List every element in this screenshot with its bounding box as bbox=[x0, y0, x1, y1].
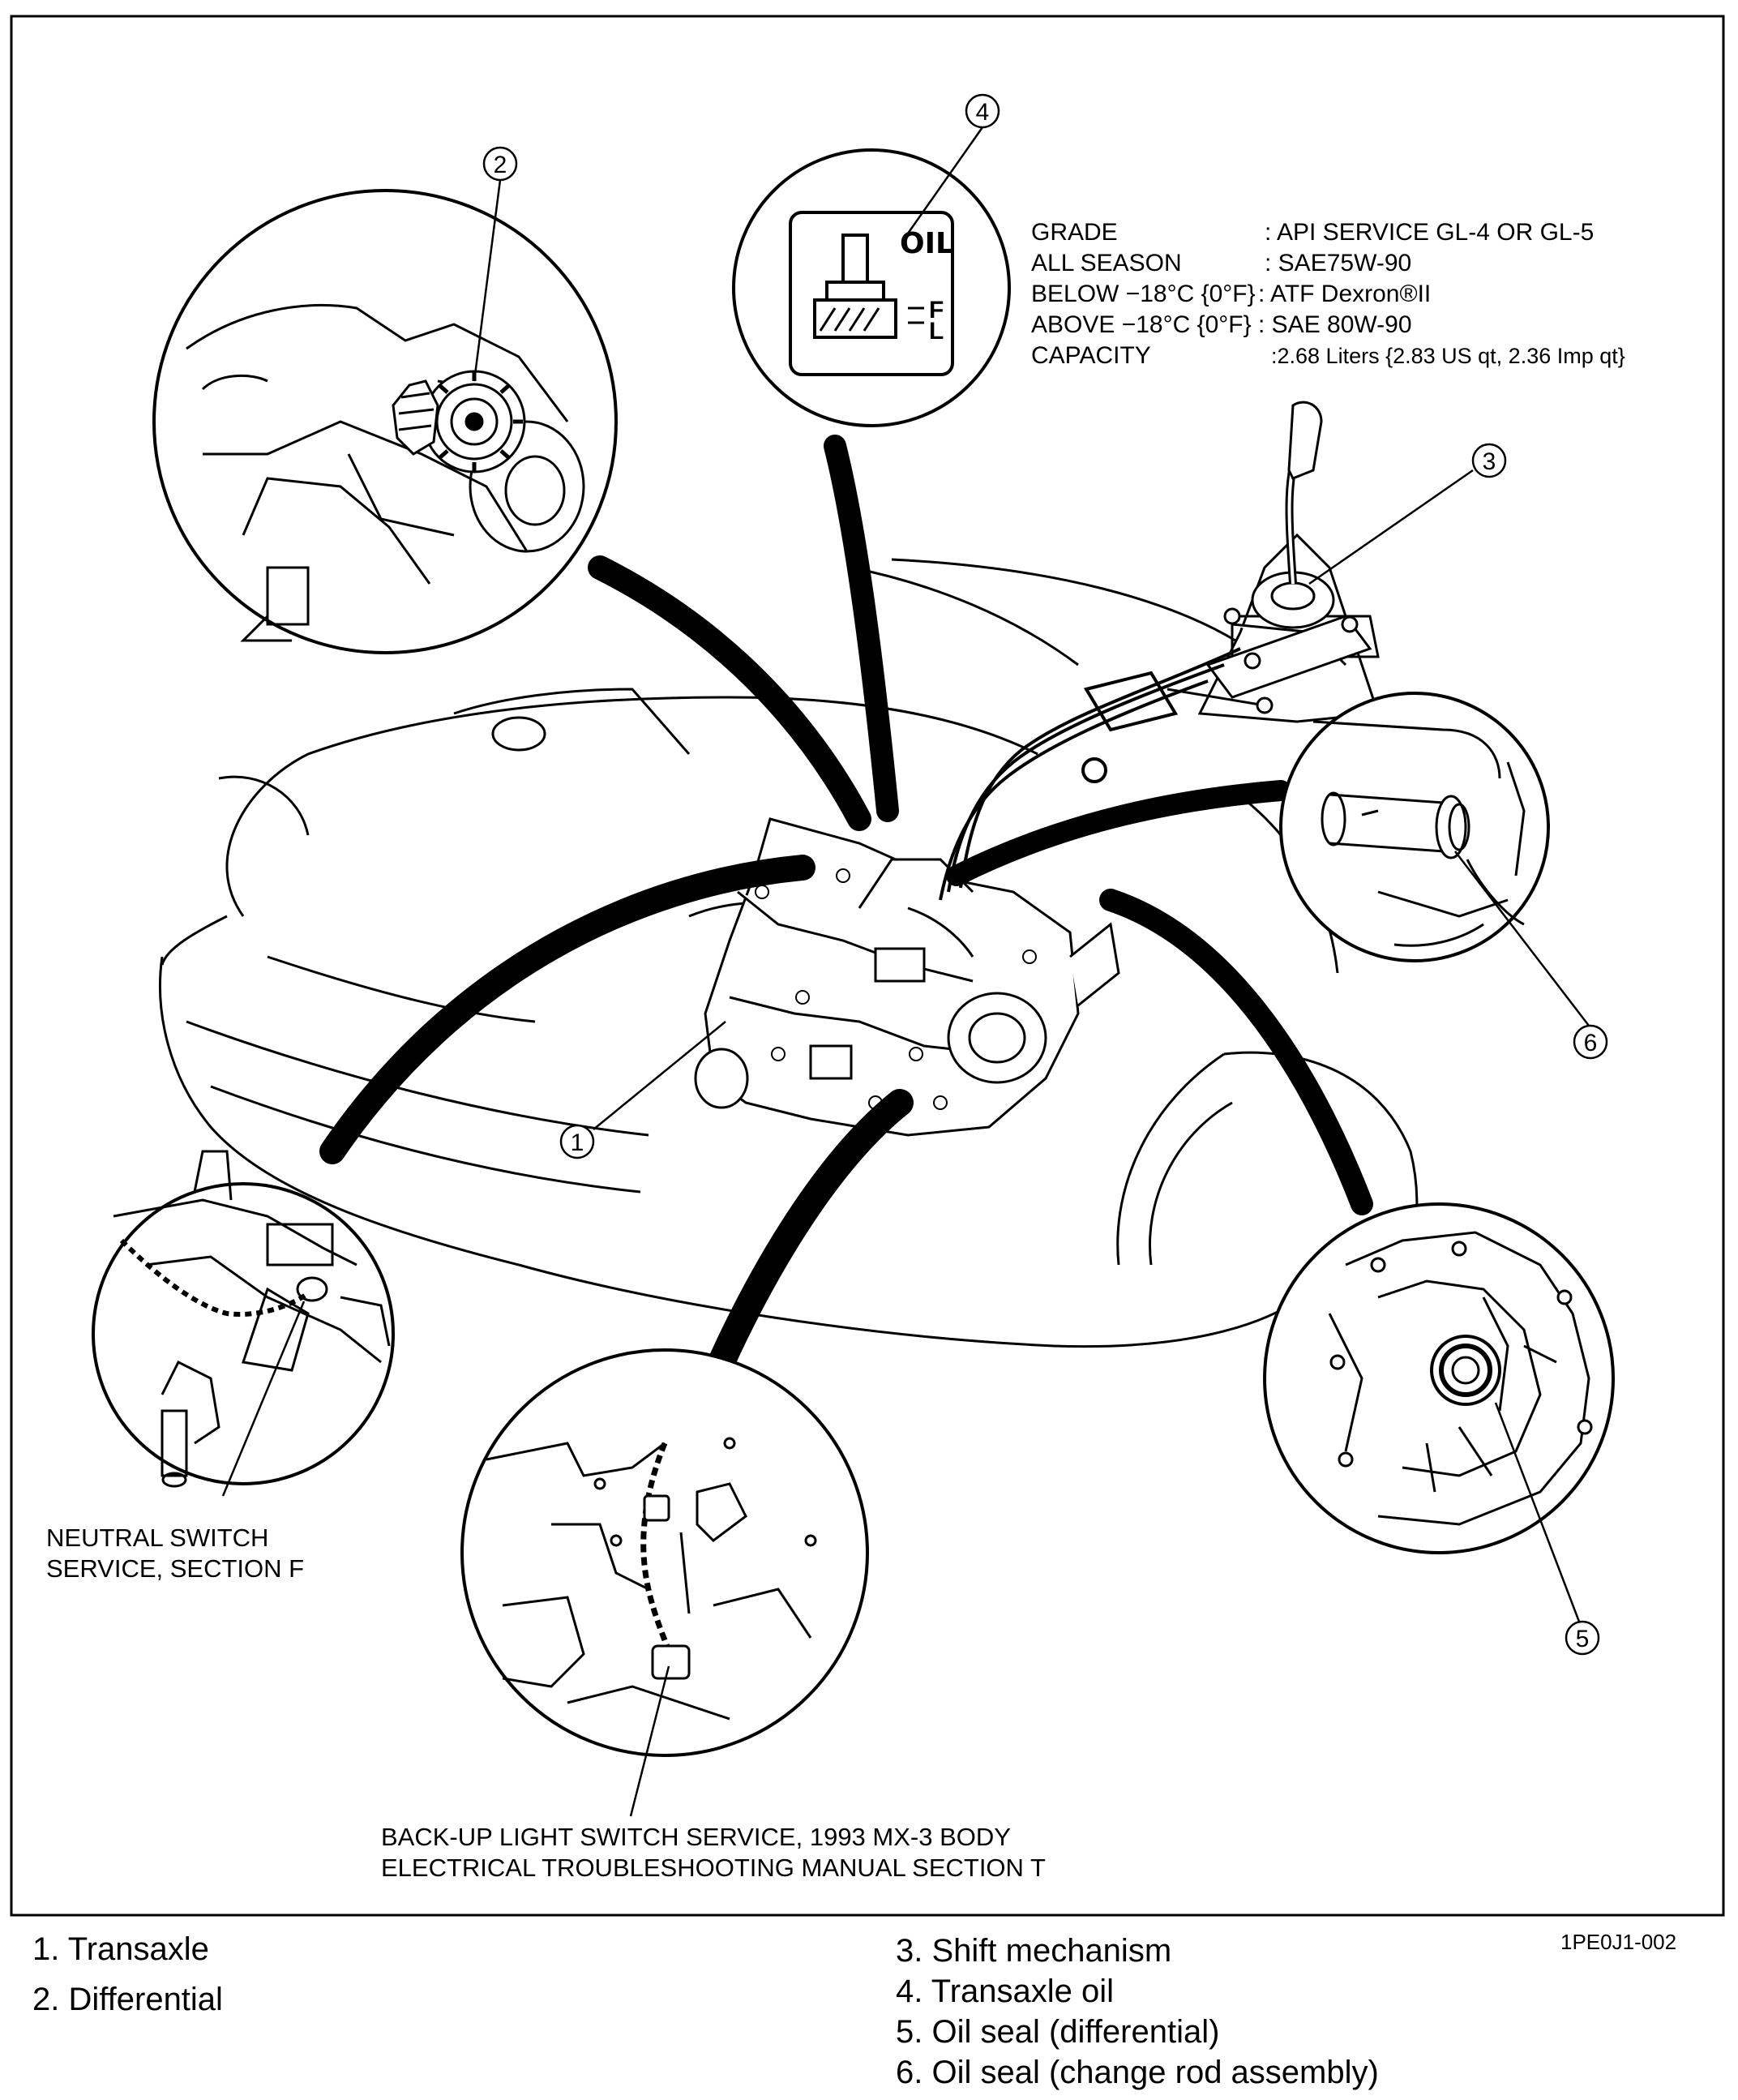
spec-capacity-label: CAPACITY bbox=[1031, 342, 1151, 369]
housing-bolt-holes bbox=[1329, 1241, 1593, 1468]
spec-capacity-value: :2.68 Liters {2.83 US qt, 2.36 Imp qt} bbox=[1271, 344, 1625, 368]
spec-grade-value: : API SERVICE GL-4 OR GL-5 bbox=[1265, 219, 1594, 246]
legend-item-oil-seal-differential: 5. Oil seal (differential) bbox=[896, 2014, 1220, 2050]
svg-text:NEUTRAL SWITCH: NEUTRAL SWITCH bbox=[46, 1524, 268, 1552]
oil-specification: GRADE : API SERVICE GL-4 OR GL-5 ALL SEA… bbox=[1031, 219, 1625, 369]
oil-level-full-label: F bbox=[929, 297, 944, 324]
svg-text:1: 1 bbox=[571, 1129, 584, 1156]
detail-circle-oil-seal-differential bbox=[1263, 1202, 1615, 1554]
svg-text:3: 3 bbox=[1483, 448, 1496, 475]
spec-above-label: ABOVE −18°C {0°F} bbox=[1031, 311, 1252, 338]
detail-circle-oil-seal-change-rod bbox=[1279, 692, 1550, 962]
legend-item-oil-seal-change-rod: 6. Oil seal (change rod assembly) bbox=[896, 2055, 1379, 2090]
callout-number-3: 3 bbox=[1471, 443, 1507, 478]
shift-rods bbox=[939, 647, 1241, 901]
spec-grade-label: GRADE bbox=[1031, 219, 1118, 246]
figure-code: 1PE0J1-002 bbox=[1560, 1930, 1677, 1954]
legend-item-shift-mechanism: 3. Shift mechanism bbox=[896, 1933, 1172, 1969]
callout-number-1: 1 bbox=[559, 1124, 595, 1159]
detail-circle-differential bbox=[152, 189, 618, 654]
detail-circle-transaxle-oil: OIL F L bbox=[732, 148, 1011, 427]
svg-text:5: 5 bbox=[1576, 1626, 1590, 1652]
svg-text:2: 2 bbox=[494, 152, 507, 178]
figure-frame bbox=[10, 15, 1725, 1917]
oil-level-low-label: L bbox=[929, 318, 944, 345]
spec-all-season-label: ALL SEASON bbox=[1031, 250, 1182, 276]
spec-above-value: : SAE 80W-90 bbox=[1258, 311, 1412, 338]
legend-item-differential: 2. Differential bbox=[32, 1982, 223, 2017]
spec-below-label: BELOW −18°C {0°F} bbox=[1031, 281, 1256, 307]
svg-text:SERVICE, SECTION F: SERVICE, SECTION F bbox=[46, 1554, 304, 1583]
shift-mechanism bbox=[1167, 401, 1381, 723]
transaxle-assembly bbox=[694, 817, 1120, 1137]
callout-number-6: 6 bbox=[1573, 1024, 1608, 1060]
differential-oil-seal bbox=[1430, 1335, 1501, 1406]
callout-number-5: 5 bbox=[1565, 1620, 1600, 1656]
svg-text:4: 4 bbox=[976, 99, 990, 126]
spec-below-value: : ATF Dexron®II bbox=[1258, 281, 1431, 307]
spec-all-season-value: : SAE75W-90 bbox=[1265, 250, 1411, 276]
transaxle-bolts bbox=[755, 868, 1037, 1110]
svg-text:6: 6 bbox=[1584, 1030, 1598, 1056]
backup-light-switch-note: BACK-UP LIGHT SWITCH SERVICE, 1993 MX-3 … bbox=[381, 1823, 1046, 1882]
callout-number-4: 4 bbox=[965, 93, 1000, 129]
callout-number-2: 2 bbox=[482, 146, 518, 182]
legend-item-transaxle: 1. Transaxle bbox=[32, 1931, 209, 1967]
backup-light-switch-icon bbox=[643, 1494, 691, 1680]
legend-item-transaxle-oil: 4. Transaxle oil bbox=[896, 1974, 1115, 2009]
callout-leaders bbox=[221, 126, 1590, 1817]
detail-circle-neutral-switch bbox=[92, 1150, 395, 1488]
detail-circle-backup-light-switch bbox=[460, 1348, 869, 1757]
neutral-switch-note: NEUTRAL SWITCH SERVICE, SECTION F bbox=[46, 1524, 304, 1583]
svg-text:BACK-UP LIGHT SWITCH SERVICE,: BACK-UP LIGHT SWITCH SERVICE, 1993 MX-3 … bbox=[381, 1823, 1011, 1851]
svg-text:ELECTRICAL TROUBLESHOOTING MAN: ELECTRICAL TROUBLESHOOTING MANUAL SECTIO… bbox=[381, 1854, 1046, 1882]
